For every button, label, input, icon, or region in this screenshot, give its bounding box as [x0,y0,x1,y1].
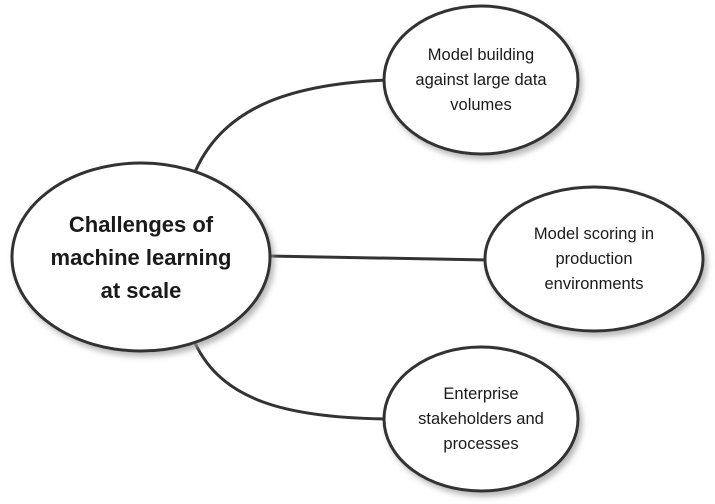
center-node [10,161,272,353]
branch-label-model-building: Model building against large data volume… [384,6,578,154]
branch-3-line-1: Enterprise [443,384,519,403]
connector-top [193,78,390,173]
branch-3-line-2: stakeholders and [418,409,544,428]
center-label-line-1: Challenges of [68,211,214,237]
center-label-line-2: machine learning [50,244,232,270]
branch-label-enterprise: Enterprise stakeholders and processes [384,347,578,491]
branch-node-enterprise [382,345,580,493]
center-label-line-3: at scale [100,277,182,303]
branch-1-line-2: against large data [415,70,547,89]
connector-middle [267,254,490,262]
branch-2-line-1: Model scoring in [533,224,655,243]
branch-1-line-1: Model building [427,45,535,64]
branch-3-line-3: processes [443,434,519,453]
center-label: Challenges of machine learning at scale [12,163,270,351]
branch-node-model-building [382,4,580,156]
branch-1-line-3: volumes [450,95,512,114]
branch-2-line-3: environments [544,274,644,293]
connector-bottom [193,342,390,421]
branch-2-line-2: production [555,249,633,268]
branch-label-model-scoring: Model scoring in production environments [485,187,703,331]
branch-node-model-scoring [483,185,705,333]
